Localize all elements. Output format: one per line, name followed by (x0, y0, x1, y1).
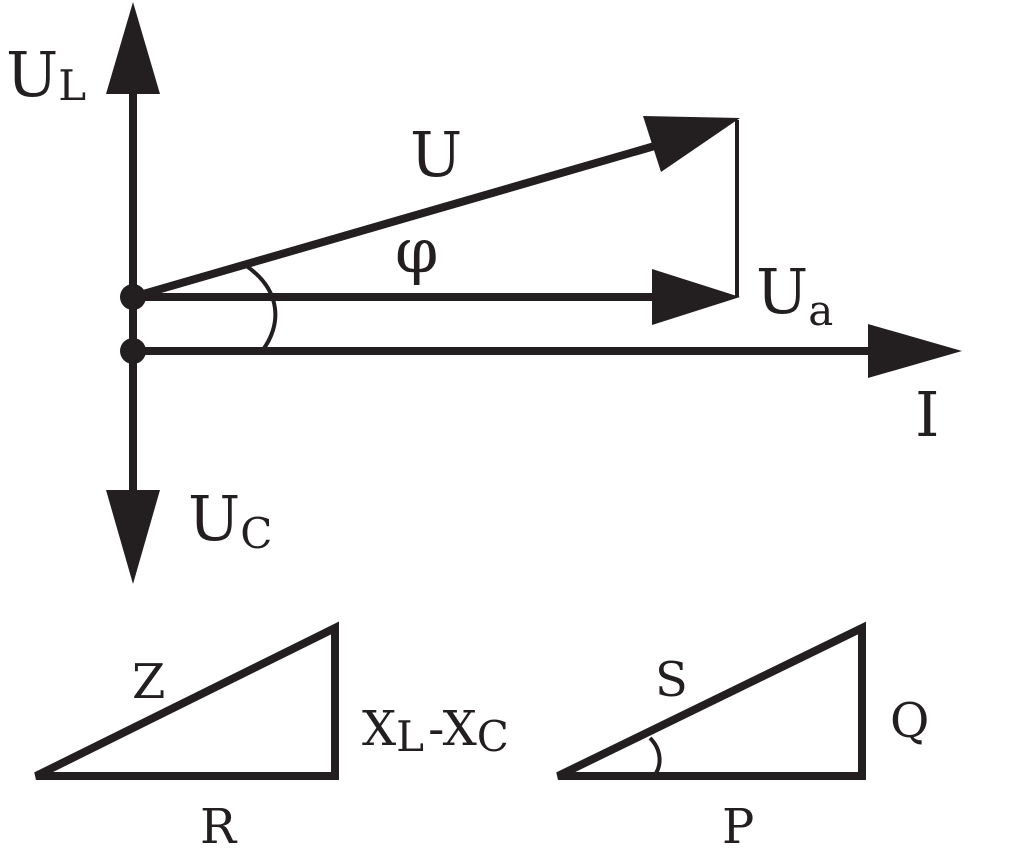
current-arrowhead (868, 324, 962, 378)
ua-label: Ua (756, 255, 833, 335)
power-triangle (556, 621, 866, 780)
ul-label-sub: L (58, 61, 86, 110)
ua-label-main: U (756, 255, 808, 328)
minus-sign: - (428, 701, 443, 757)
impedance-triangle (34, 621, 339, 780)
xc-sub: C (477, 712, 509, 761)
power-hyp-label: S (655, 652, 688, 708)
phi-label: φ (395, 214, 438, 287)
xl-sub: L (396, 712, 424, 761)
origin-dot-lower (120, 338, 146, 364)
power-base-label: P (722, 799, 754, 855)
ul-label-main: U (6, 38, 58, 111)
ul-arrowhead (106, 2, 160, 94)
ua-arrowhead (652, 269, 740, 325)
phi-arc (243, 263, 278, 353)
uc-label: UC (188, 482, 272, 558)
i-label: I (915, 378, 940, 451)
xl-main: X (362, 701, 396, 757)
impedance-hyp-label: Z (132, 654, 165, 710)
uc-label-sub: C (240, 509, 272, 558)
impedance-side-label: XL-XC (362, 701, 509, 761)
origin-dot-upper (120, 284, 146, 310)
xc-main: X (443, 701, 477, 757)
u-vector (131, 139, 667, 301)
impedance-base-label: R (200, 799, 238, 855)
uc-label-main: U (188, 482, 240, 555)
u-arrowhead (643, 116, 740, 172)
ua-label-sub: a (808, 286, 833, 335)
power-angle-arc (648, 736, 662, 778)
power-side-label: Q (890, 693, 929, 749)
u-label: U (410, 118, 462, 191)
ul-label: UL (6, 38, 86, 111)
uc-arrowhead (106, 490, 160, 584)
